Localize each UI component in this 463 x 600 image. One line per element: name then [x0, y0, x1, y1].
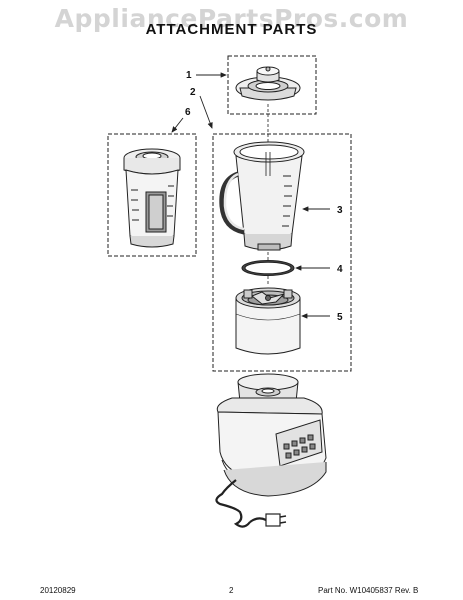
callout-3: 3 [337, 205, 343, 216]
lid-group-box [227, 55, 317, 115]
callout-5: 5 [337, 312, 343, 323]
power-cord [215, 479, 287, 528]
blender-base [216, 373, 327, 497]
pitcher-group-box [107, 133, 197, 257]
callout-2: 2 [190, 87, 196, 98]
page-title: ATTACHMENT PARTS [145, 21, 318, 38]
leader-line-6 [171, 117, 184, 133]
callout-6: 6 [185, 107, 191, 118]
jar-part [219, 141, 305, 251]
plug [265, 513, 281, 527]
footer-page-number: 2 [229, 586, 234, 595]
leader-line-2 [199, 95, 213, 129]
footer-date: 20120829 [40, 586, 76, 595]
watermark-logo: AppliancePartsPros.com [54, 4, 409, 33]
callout-4: 4 [337, 264, 343, 275]
pitcher-part [123, 148, 181, 248]
lid-part [235, 66, 301, 101]
footer-part-number: Part No. W10405837 Rev. B [318, 586, 419, 595]
blade-assembly-part [235, 287, 301, 355]
jar-assembly-group-box [212, 133, 352, 372]
callout-1: 1 [186, 70, 192, 81]
seal-ring-part [241, 260, 295, 276]
